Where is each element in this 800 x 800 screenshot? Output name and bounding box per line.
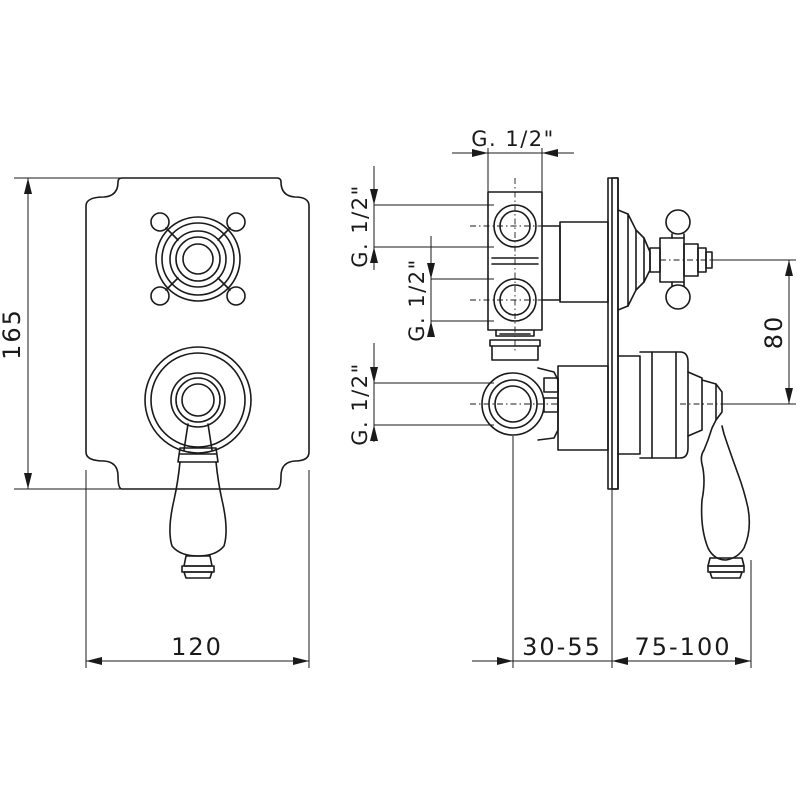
cross-handle-knob-tl (150, 212, 170, 232)
escutcheon-plate (85, 177, 310, 490)
left-thread-label-1: G. 1/2" (348, 184, 372, 268)
handle-spacing-label: 80 (760, 315, 788, 350)
projection-label: 75-100 (634, 633, 731, 661)
dimension-left-thread-2: G. 1/2" (405, 236, 494, 342)
side-cross-knob-top (665, 209, 691, 235)
left-thread-label-3: G. 1/2" (348, 362, 372, 446)
cross-handle-knob-tr (226, 212, 246, 232)
dimension-width: 120 (85, 470, 310, 668)
lever-porcelain-body (169, 461, 227, 557)
dimension-left-thread-3: G. 1/2" (348, 343, 494, 446)
cross-handle-knob-bl (150, 286, 170, 306)
front-view (85, 177, 310, 579)
dimension-left-thread-1: G. 1/2" (348, 166, 494, 270)
lever-handle (144, 346, 252, 579)
upper-valve-body (487, 191, 543, 331)
left-thread-label-2: G. 1/2" (405, 258, 429, 342)
dimension-depth: 30-55 75-100 (472, 436, 752, 668)
height-dimension-label: 165 (0, 308, 26, 360)
top-thread-label: G. 1/2" (471, 127, 555, 151)
wall-plate (607, 177, 619, 490)
dimension-height: 165 (0, 177, 175, 490)
dimension-top-thread: G. 1/2" (452, 127, 574, 192)
cross-handle-knob-br (226, 286, 246, 306)
dimension-handle-spacing: 80 (712, 259, 796, 405)
side-view (481, 177, 751, 579)
width-dimension-label: 120 (171, 633, 223, 661)
side-cross-knob-bottom (665, 284, 691, 310)
lever-rosette (144, 346, 252, 454)
wall-depth-label: 30-55 (522, 633, 602, 661)
side-lever (700, 379, 751, 561)
cross-handle (150, 212, 246, 306)
